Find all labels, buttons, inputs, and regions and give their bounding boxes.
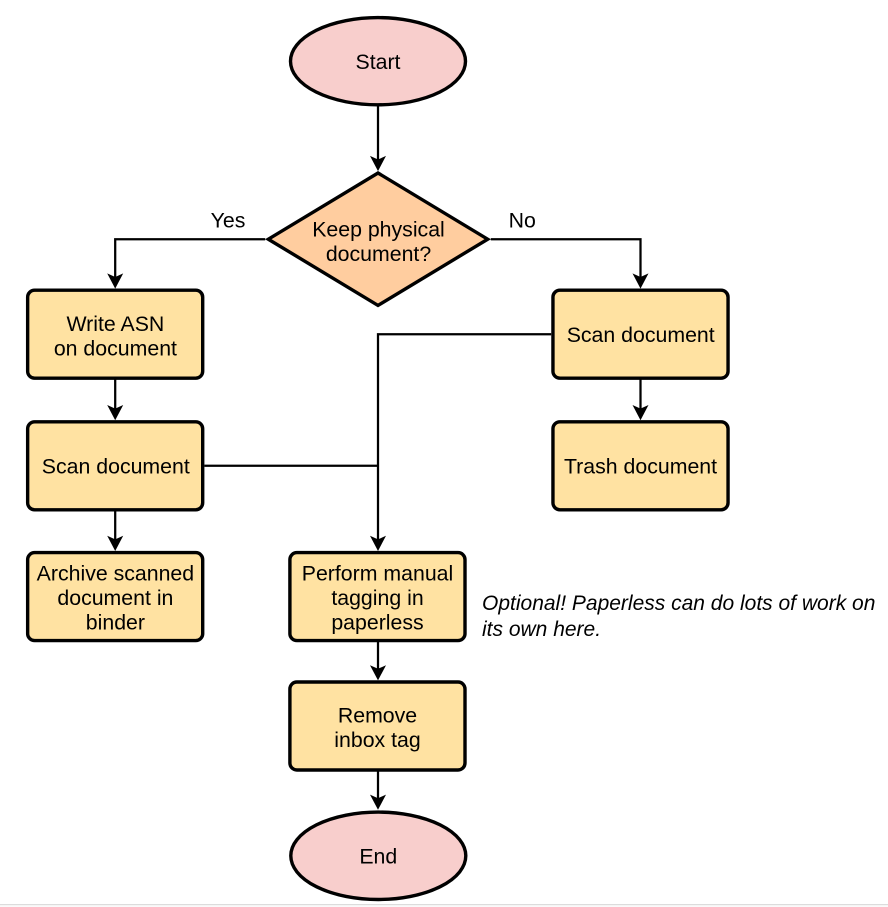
svg-text:its own here.: its own here.	[482, 618, 601, 641]
svg-text:Write ASN: Write ASN	[66, 312, 164, 336]
svg-text:End: End	[359, 845, 397, 869]
svg-text:No: No	[509, 209, 536, 233]
svg-text:Scan document: Scan document	[42, 455, 190, 479]
svg-text:Scan document: Scan document	[567, 323, 715, 347]
svg-text:on document: on document	[54, 336, 177, 360]
svg-text:Optional! Paperless can do lot: Optional! Paperless can do lots of work …	[482, 592, 875, 615]
svg-text:document?: document?	[326, 242, 432, 266]
svg-text:inbox tag: inbox tag	[334, 728, 420, 752]
svg-text:tagging in: tagging in	[331, 586, 423, 610]
svg-text:Keep physical: Keep physical	[312, 218, 445, 242]
svg-text:Archive scanned: Archive scanned	[37, 561, 194, 585]
svg-text:Start: Start	[356, 50, 401, 74]
svg-text:Remove: Remove	[338, 704, 417, 728]
svg-text:Yes: Yes	[211, 209, 246, 233]
svg-text:Trash document: Trash document	[564, 455, 717, 479]
svg-text:binder: binder	[86, 610, 145, 634]
svg-text:Perform manual: Perform manual	[302, 561, 454, 585]
svg-text:paperless: paperless	[331, 610, 423, 634]
svg-text:document in: document in	[57, 586, 173, 610]
